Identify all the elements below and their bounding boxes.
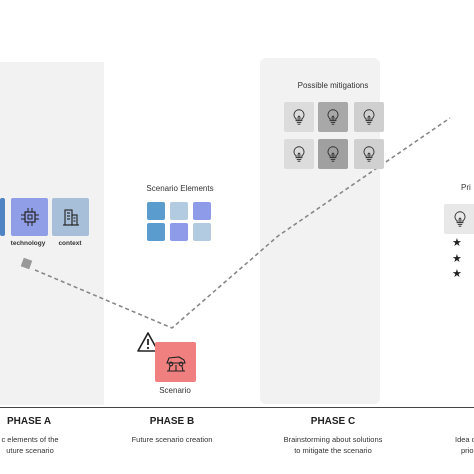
mitigation-idea-tile[interactable] [354,139,384,169]
phase-d-partial-title: Pri [461,183,471,192]
phase-c-description: Brainstorming about solutions to mitigat… [284,434,383,456]
phase-b-description: Future scenario creation [132,434,213,445]
technology-tile[interactable] [11,198,48,236]
mitigation-idea-tile[interactable] [318,139,348,169]
chip-icon [20,208,39,226]
phase-timeline [0,407,474,408]
mitigation-idea-tile[interactable] [284,102,314,132]
phase-c-desc-line2: to mitigate the scenario [294,446,372,455]
star-icon: ★ [452,268,462,280]
scenario-elements-title: Scenario Elements [146,184,214,193]
building-icon [62,209,79,226]
scenario-element-tile [147,202,165,220]
phase-a-desc-line1: c elements of the [1,435,59,444]
lightbulb-icon [363,146,375,162]
phase-a-title: PHASE A [6,416,52,427]
mitigation-idea-tile[interactable] [318,102,348,132]
phase-d-desc-line2: priority [461,446,474,455]
lightbulb-icon [327,146,339,162]
lightbulb-icon [363,109,375,125]
lightbulb-icon [293,109,305,125]
phase-b-desc-line1: Future scenario creation [131,435,213,444]
lightbulb-icon [454,211,466,227]
phase-c-desc-line1: Brainstorming about solutions [283,435,383,444]
scenario-element-tile [147,223,165,241]
scenario-label: Scenario [159,386,191,395]
context-label: context [58,240,82,247]
lightbulb-icon [327,109,339,125]
phase-b-title: PHASE B [149,416,195,427]
path-start-marker [20,257,33,270]
context-tile[interactable] [52,198,89,236]
scenario-element-tile [193,223,211,241]
phase-a-desc-line2: uture scenario [6,446,54,455]
priority-idea-tile[interactable] [444,204,474,234]
scenario-element-tile [193,202,211,220]
phase-d-desc-line1: Idea clusteri [455,435,474,444]
mitigation-idea-tile[interactable] [284,139,314,169]
car-icon [165,356,186,372]
star-icon: ★ [452,237,462,249]
scenario-element-tile [170,223,188,241]
star-icon: ★ [452,253,462,265]
scenario-element-tile [170,202,188,220]
phase-a-description: c elements of the uture scenario [1,434,58,456]
warning-icon [137,332,159,352]
scenario-tile[interactable] [155,342,196,382]
scenario-element-tile-partial [0,198,5,236]
possible-mitigations-title: Possible mitigations [297,81,369,90]
mitigation-idea-tile[interactable] [354,102,384,132]
phase-c-title: PHASE C [310,416,356,427]
lightbulb-icon [293,146,305,162]
phase-d-description: Idea clusteri priority [455,434,474,456]
technology-label: technology [10,240,46,247]
